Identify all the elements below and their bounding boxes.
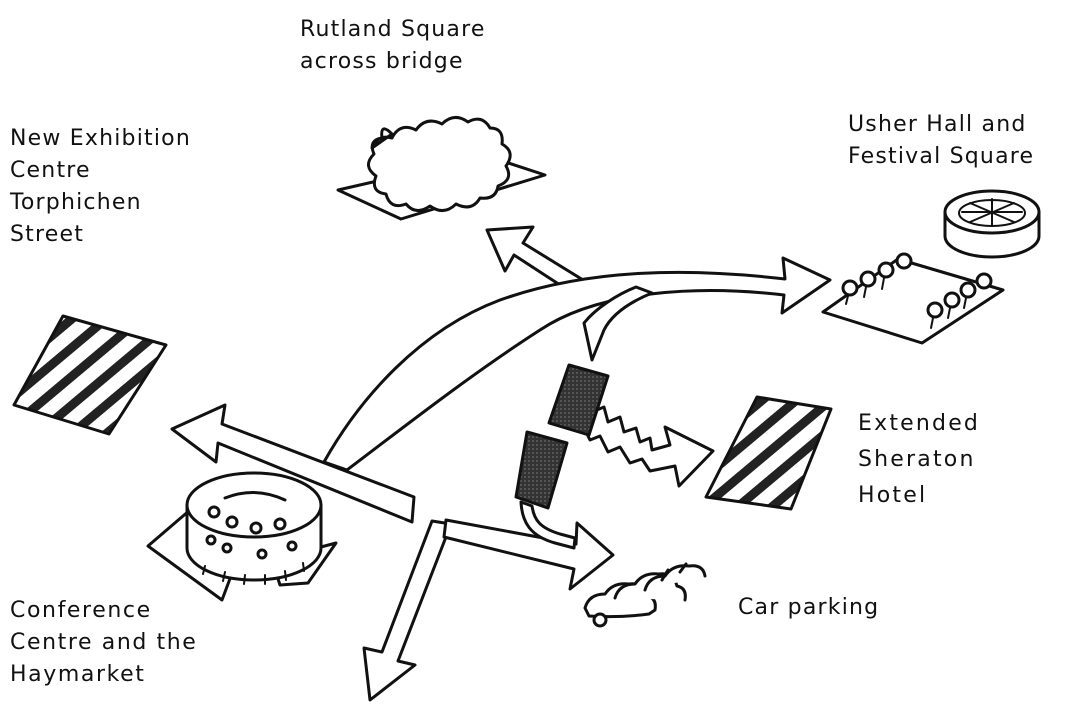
label-line: Rutland Square <box>300 17 486 42</box>
arrow-to-usher <box>322 256 832 472</box>
rutland-square-icon <box>336 116 547 221</box>
car-parking-icon <box>583 562 707 628</box>
label-line: Haymarket <box>10 662 146 687</box>
label-line: Usher Hall and <box>848 112 1027 137</box>
label-line: New Exhibition <box>10 126 191 151</box>
label-line: Car parking <box>738 595 880 620</box>
label-line: Centre <box>10 158 91 183</box>
sheraton-hotel-plot <box>704 395 833 511</box>
usher-hall-icon <box>943 189 1041 259</box>
arrow-to-car-parking <box>442 518 615 591</box>
label-line: Torphichen <box>10 190 142 215</box>
label-line: Conference <box>10 598 152 623</box>
label-line: Hotel <box>858 483 928 508</box>
arrow-to-exhibition <box>170 403 416 524</box>
stair-steps <box>568 395 715 488</box>
arrow-to-sheraton <box>582 285 654 362</box>
label-line: Extended <box>858 411 981 436</box>
label-exhibition-centre: New Exhibition Centre Torphichen Street <box>10 123 191 251</box>
label-line: Sheraton <box>858 447 976 472</box>
label-line: Festival Square <box>848 144 1035 169</box>
hotel-block-upper <box>547 363 610 437</box>
arrow-to-conference <box>362 519 453 702</box>
label-conference-centre: Conference Centre and the Haymarket <box>10 595 197 691</box>
label-usher-hall: Usher Hall and Festival Square <box>848 109 1034 173</box>
parking-link <box>519 500 577 550</box>
label-line: Centre and the <box>10 630 198 655</box>
exhibition-centre-plot <box>12 314 168 436</box>
label-line: Street <box>10 222 85 247</box>
label-car-parking: Car parking <box>738 592 879 624</box>
conference-centre-icon <box>146 471 338 602</box>
label-sheraton-hotel: Extended Sheraton Hotel <box>858 406 980 514</box>
festival-square-icon <box>821 252 1005 345</box>
label-rutland-square: Rutland Square across bridge <box>300 14 486 78</box>
hotel-block-lower <box>514 430 569 510</box>
label-line: across bridge <box>300 49 464 74</box>
